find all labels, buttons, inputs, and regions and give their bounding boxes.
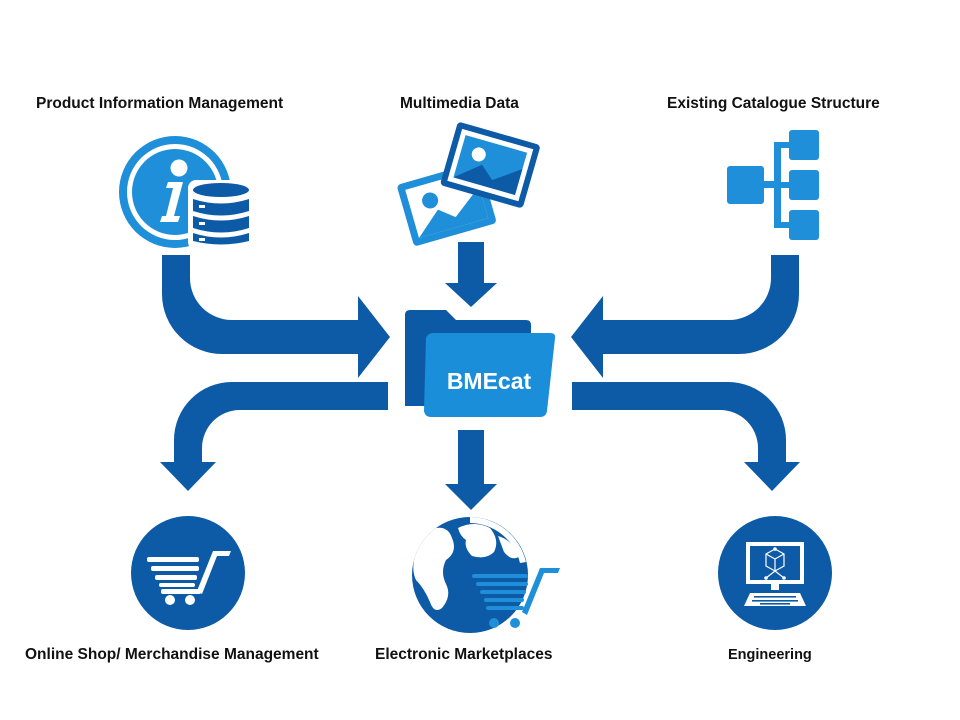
globe-cart-icon [412, 517, 560, 633]
hierarchy-icon [727, 130, 819, 240]
label-multimedia-data: Multimedia Data [400, 95, 519, 112]
bmecat-label: BMEcat [447, 368, 532, 394]
arrow-catalogue-to-bmecat [571, 255, 799, 378]
arrow-bmecat-to-shop [160, 382, 388, 491]
label-electronic-marketplaces: Electronic Marketplaces [375, 646, 553, 663]
arrow-pim-to-bmecat [162, 255, 390, 378]
arrow-bmecat-to-marketplaces [445, 430, 497, 510]
label-engineering: Engineering [728, 647, 812, 663]
computer-cad-icon [718, 516, 832, 630]
info-database-icon [119, 136, 254, 250]
arrow-bmecat-to-engineering [572, 382, 800, 491]
shopping-cart-icon [131, 516, 245, 630]
bmecat-folder-icon [405, 310, 556, 417]
label-product-information-management: Product Information Management [36, 95, 284, 112]
label-online-shop: Online Shop/ Merchandise Management [25, 646, 319, 663]
images-icon [397, 122, 540, 246]
arrow-multimedia-to-bmecat [445, 242, 497, 307]
label-existing-catalogue-structure: Existing Catalogue Structure [667, 95, 880, 112]
